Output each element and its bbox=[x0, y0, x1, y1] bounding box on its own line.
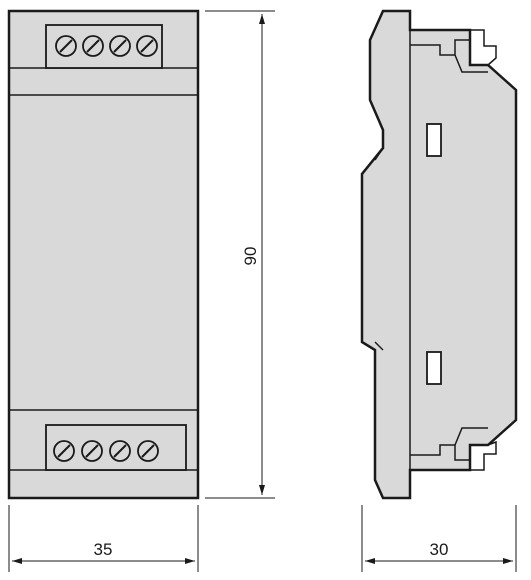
top-terminal-screw-slot bbox=[113, 39, 127, 53]
side-top-clamp bbox=[470, 29, 497, 66]
top-terminal-screws bbox=[55, 35, 158, 57]
side-slot-upper bbox=[426, 123, 442, 157]
side-rail-notch-lower bbox=[374, 341, 384, 351]
front-view bbox=[7, 9, 200, 500]
side-body-outline bbox=[360, 9, 518, 500]
front-housing bbox=[7, 9, 200, 500]
side-view bbox=[360, 9, 518, 500]
dimension-height bbox=[205, 10, 275, 499]
bottom-terminal-screw-slot bbox=[85, 444, 99, 458]
dimension-depth-label: 30 bbox=[430, 540, 449, 559]
side-rail-notch-upper bbox=[374, 147, 384, 161]
top-terminal-screw-slot bbox=[59, 39, 73, 53]
dimension-width-label: 35 bbox=[94, 540, 113, 559]
dimension-width bbox=[8, 505, 199, 572]
side-top-terminal bbox=[410, 39, 488, 73]
bottom-terminal-screw-slot bbox=[141, 444, 155, 458]
side-bottom-clamp bbox=[470, 440, 497, 471]
dimension-height-label: 90 bbox=[241, 247, 260, 266]
dimension-depth bbox=[361, 505, 517, 572]
bottom-terminal-screws bbox=[53, 440, 159, 462]
bottom-terminal-screw-slot bbox=[57, 444, 71, 458]
bottom-terminal-screw-slot bbox=[113, 444, 127, 458]
side-slot-lower bbox=[426, 351, 442, 385]
top-terminal-screw-slot bbox=[140, 39, 154, 53]
side-bottom-terminal bbox=[410, 427, 488, 461]
top-terminal-screw-slot bbox=[86, 39, 100, 53]
